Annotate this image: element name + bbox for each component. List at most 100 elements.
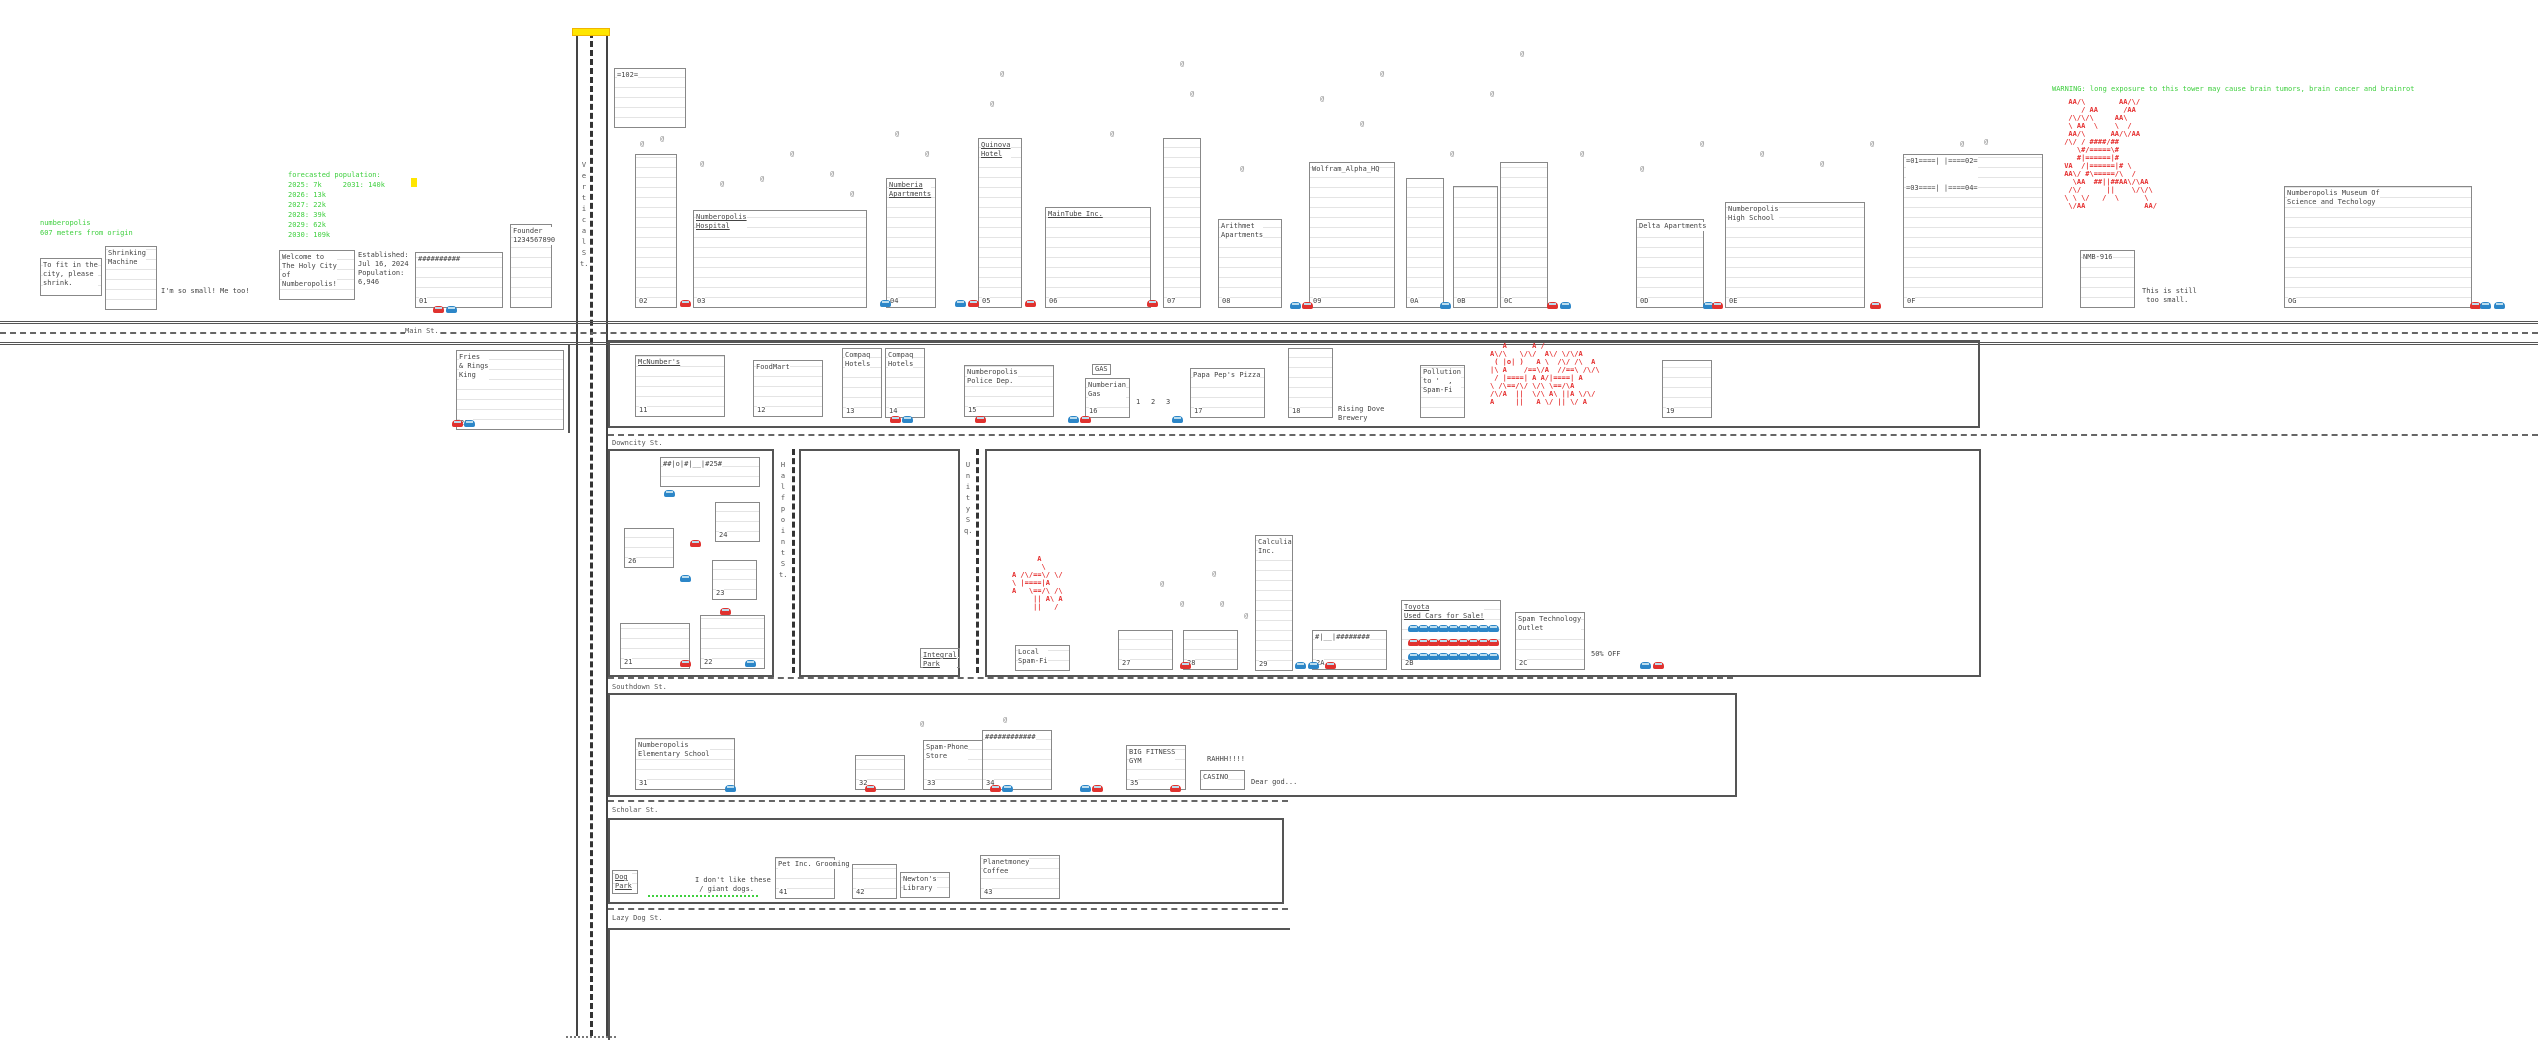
car-icon	[890, 416, 901, 423]
building-fries: Fries & Rings King201	[456, 350, 564, 430]
car-icon	[452, 420, 463, 427]
smoke-puff-icon: @	[640, 140, 645, 148]
car-icon	[1653, 662, 1664, 669]
building-house24: 24	[715, 502, 760, 542]
building-label: Shrinking Machine	[108, 249, 146, 267]
smoke-puff-icon: @	[1960, 140, 1965, 148]
smoke-puff-icon: @	[1160, 580, 1165, 588]
text-cursor[interactable]	[411, 178, 417, 187]
smoke-puff-icon: @	[720, 180, 725, 188]
car-icon	[2494, 302, 2505, 309]
vertical-road-edge-right	[606, 32, 608, 1036]
building-house25: ##|o|#|__|#25#	[660, 457, 760, 487]
car-icon	[464, 420, 475, 427]
building-number: 06	[1049, 297, 1058, 305]
smoke-puff-icon: @	[1212, 570, 1217, 578]
building-label: =01====| |====02= =03====| |====04=	[1906, 157, 1978, 193]
block-fries-lot	[450, 345, 570, 433]
forecast-line: 2027: 22k	[288, 201, 326, 209]
building-number: 32	[859, 779, 868, 787]
building-label: Numberopolis Police Dep.	[967, 368, 1018, 386]
smoke-puff-icon: @	[1220, 600, 1225, 608]
vertical-road-end	[566, 1036, 616, 1038]
building-park: Integral Park	[920, 648, 960, 669]
block-southdown	[608, 693, 1737, 797]
car-for-sale-icon	[1478, 625, 1489, 632]
smoke-puff-icon: @	[1760, 150, 1765, 158]
car-icon	[690, 540, 701, 547]
building-label: ##########	[418, 255, 461, 264]
car-icon	[880, 300, 891, 307]
forecast-line: 2028: 39k	[288, 211, 326, 219]
car-icon	[680, 575, 691, 582]
building-number: 16	[1089, 407, 1098, 415]
car-for-sale-icon	[1488, 653, 1499, 660]
block-halfpoint-west	[608, 449, 774, 677]
car-for-sale-icon	[1478, 653, 1489, 660]
smoke-puff-icon: @	[1110, 130, 1115, 138]
smoke-puff-icon: @	[990, 100, 995, 108]
building-local-spamfi: Local Spam-Fi	[1015, 645, 1070, 671]
building-number: 19	[1666, 407, 1675, 415]
car-icon	[1712, 302, 1723, 309]
car-for-sale-icon	[1428, 639, 1439, 646]
building-number: 05	[982, 297, 991, 305]
building-number: 0B	[1457, 297, 1466, 305]
building-bld-02: 02	[635, 154, 677, 308]
smoke-puff-icon: @	[1003, 716, 1008, 724]
car-icon	[1068, 416, 1079, 423]
scholar-st-centerline	[608, 800, 1288, 802]
building-number: 01	[419, 297, 428, 305]
building-bld32: 32	[855, 755, 905, 790]
building-number: 04	[890, 297, 899, 305]
car-icon	[968, 300, 979, 307]
city-name-label: numberopolis	[40, 219, 91, 227]
building-shrinking-machine: Shrinking Machine	[105, 246, 157, 310]
building-number: 26	[628, 557, 637, 565]
building-label: CASINO	[1203, 773, 1229, 782]
building-tower-102: =102=	[614, 68, 686, 128]
building-bld27: 27	[1118, 630, 1173, 670]
building-label: Numberopolis Elementary School	[638, 741, 710, 759]
building-number: 09	[1313, 297, 1322, 305]
building-number: 13	[846, 407, 855, 415]
building-label: ############	[985, 733, 1036, 742]
building-label: Founder 1234567890	[513, 227, 556, 245]
gas-pump-3: 3	[1166, 398, 1171, 406]
building-label: MainTube Inc.	[1048, 210, 1103, 219]
building-label: Local Spam-Fi	[1018, 648, 1048, 666]
building-tower07: 07	[1163, 138, 1201, 308]
block-integral-park	[799, 449, 960, 677]
smoke-puff-icon: @	[1240, 165, 1245, 173]
vertical-road-top-marker	[572, 28, 610, 36]
building-house21: 21	[620, 623, 690, 669]
car-icon	[1325, 662, 1336, 669]
smoke-puff-icon: @	[1244, 612, 1249, 620]
main-st-edge-top	[0, 321, 2538, 324]
building-number: 0A	[1410, 297, 1419, 305]
building-founder: Founder 1234567890	[510, 224, 556, 308]
building-label: Newton's Library	[903, 875, 937, 893]
building-label: Toyota Used Cars for Sale!	[1404, 603, 1485, 621]
dogs-quote: I don't like these / giant dogs.	[695, 876, 771, 893]
dog-park-grass	[648, 895, 758, 897]
main-st-edge-bottom	[0, 342, 2538, 345]
building-label: Calculia Inc.	[1258, 538, 1292, 556]
red-pollution-art: A A / A\/\ \/\/ A\/ \/\/A ( |o| ) A \ /\…	[1490, 342, 1600, 406]
building-number: 34	[986, 779, 995, 787]
car-icon	[745, 660, 756, 667]
building-tower-nmb: NMB-916	[2080, 250, 2135, 308]
car-icon	[2470, 302, 2481, 309]
car-icon	[990, 785, 1001, 792]
building-number: 0C	[1504, 297, 1513, 305]
building-number: 33	[927, 779, 936, 787]
building-bld28: 28	[1183, 630, 1238, 670]
